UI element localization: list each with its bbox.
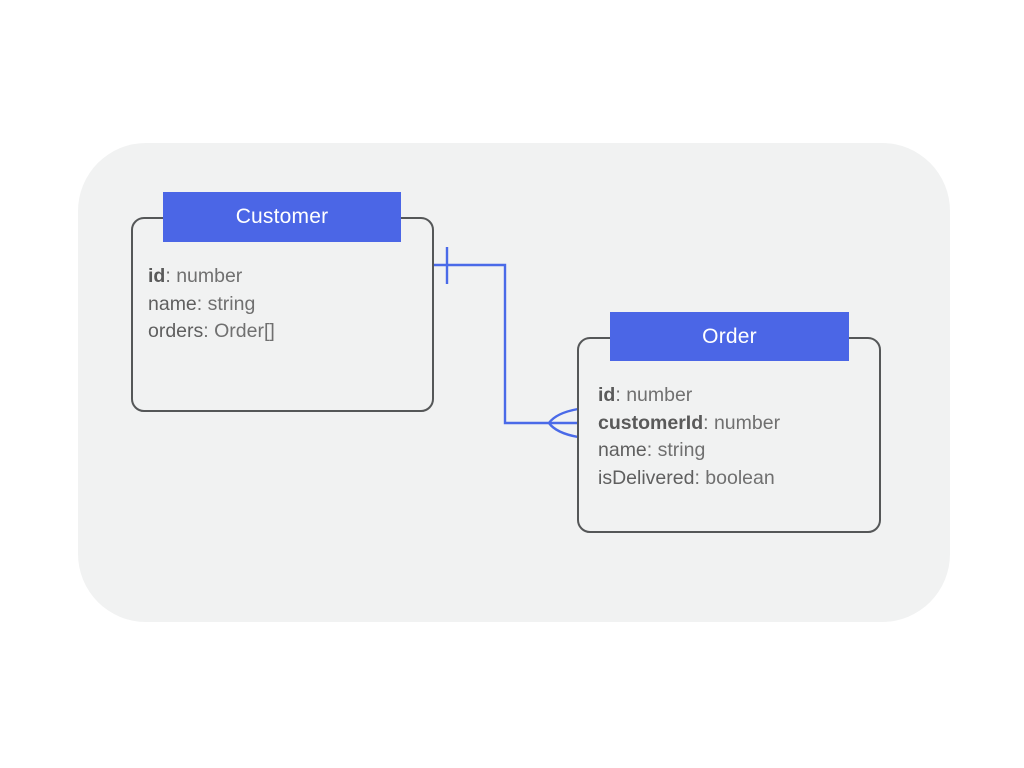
entity-order-fields: id: number customerId: number name: stri… bbox=[598, 382, 780, 492]
field-name: orders bbox=[148, 320, 204, 342]
field-separator: : bbox=[694, 466, 706, 489]
field-row[interactable]: name: string bbox=[148, 291, 275, 319]
field-row[interactable]: id: number bbox=[148, 263, 275, 291]
field-row[interactable]: name: string bbox=[598, 437, 780, 465]
cardinality-many-crows-foot bbox=[548, 407, 579, 424]
field-separator: : bbox=[615, 384, 627, 406]
relationship-customer-has-orders[interactable] bbox=[434, 247, 579, 439]
field-type: string bbox=[207, 292, 256, 315]
field-name: name bbox=[598, 439, 647, 461]
field-row[interactable]: isDelivered: boolean bbox=[598, 465, 780, 493]
field-name: name bbox=[148, 292, 197, 315]
field-separator: : bbox=[165, 265, 177, 287]
cardinality-many-crows-foot bbox=[548, 422, 579, 439]
field-name: customerId bbox=[598, 411, 704, 434]
field-type: boolean bbox=[705, 466, 775, 489]
entity-customer-fields: id: number name: string orders: Order[] bbox=[148, 263, 275, 346]
field-row[interactable]: customerId: number bbox=[598, 410, 780, 438]
relationship-path bbox=[434, 263, 578, 425]
field-separator: : bbox=[203, 320, 215, 342]
field-type: number bbox=[713, 411, 781, 434]
entity-order-title: Order bbox=[702, 324, 757, 348]
field-separator: : bbox=[196, 292, 208, 315]
field-name: isDelivered bbox=[598, 466, 695, 489]
field-separator: : bbox=[703, 411, 714, 434]
field-type: number bbox=[626, 384, 693, 406]
field-name: id bbox=[598, 384, 616, 406]
entity-order[interactable]: Order id: number customerId: number name… bbox=[577, 312, 881, 533]
entity-order-header[interactable]: Order bbox=[610, 312, 849, 361]
field-type: Order[] bbox=[214, 320, 275, 342]
field-row[interactable]: id: number bbox=[598, 382, 780, 410]
field-name: id bbox=[148, 265, 166, 287]
field-row[interactable]: orders: Order[] bbox=[148, 318, 275, 346]
entity-customer[interactable]: Customer id: number name: string orders:… bbox=[131, 192, 434, 412]
entity-customer-title: Customer bbox=[235, 205, 329, 228]
field-type: string bbox=[657, 439, 706, 461]
entity-customer-header[interactable]: Customer bbox=[163, 192, 401, 242]
field-type: number bbox=[176, 265, 243, 287]
field-separator: : bbox=[646, 439, 658, 461]
